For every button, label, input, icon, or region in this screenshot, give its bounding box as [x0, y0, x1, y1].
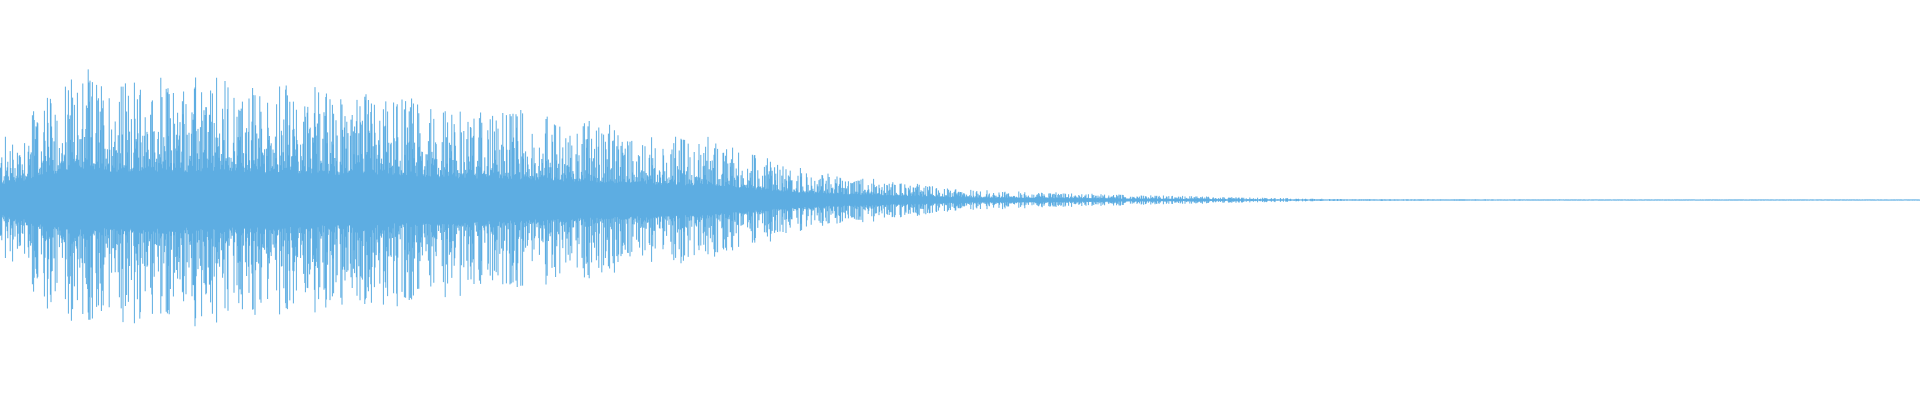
- waveform-trace: [0, 69, 1920, 327]
